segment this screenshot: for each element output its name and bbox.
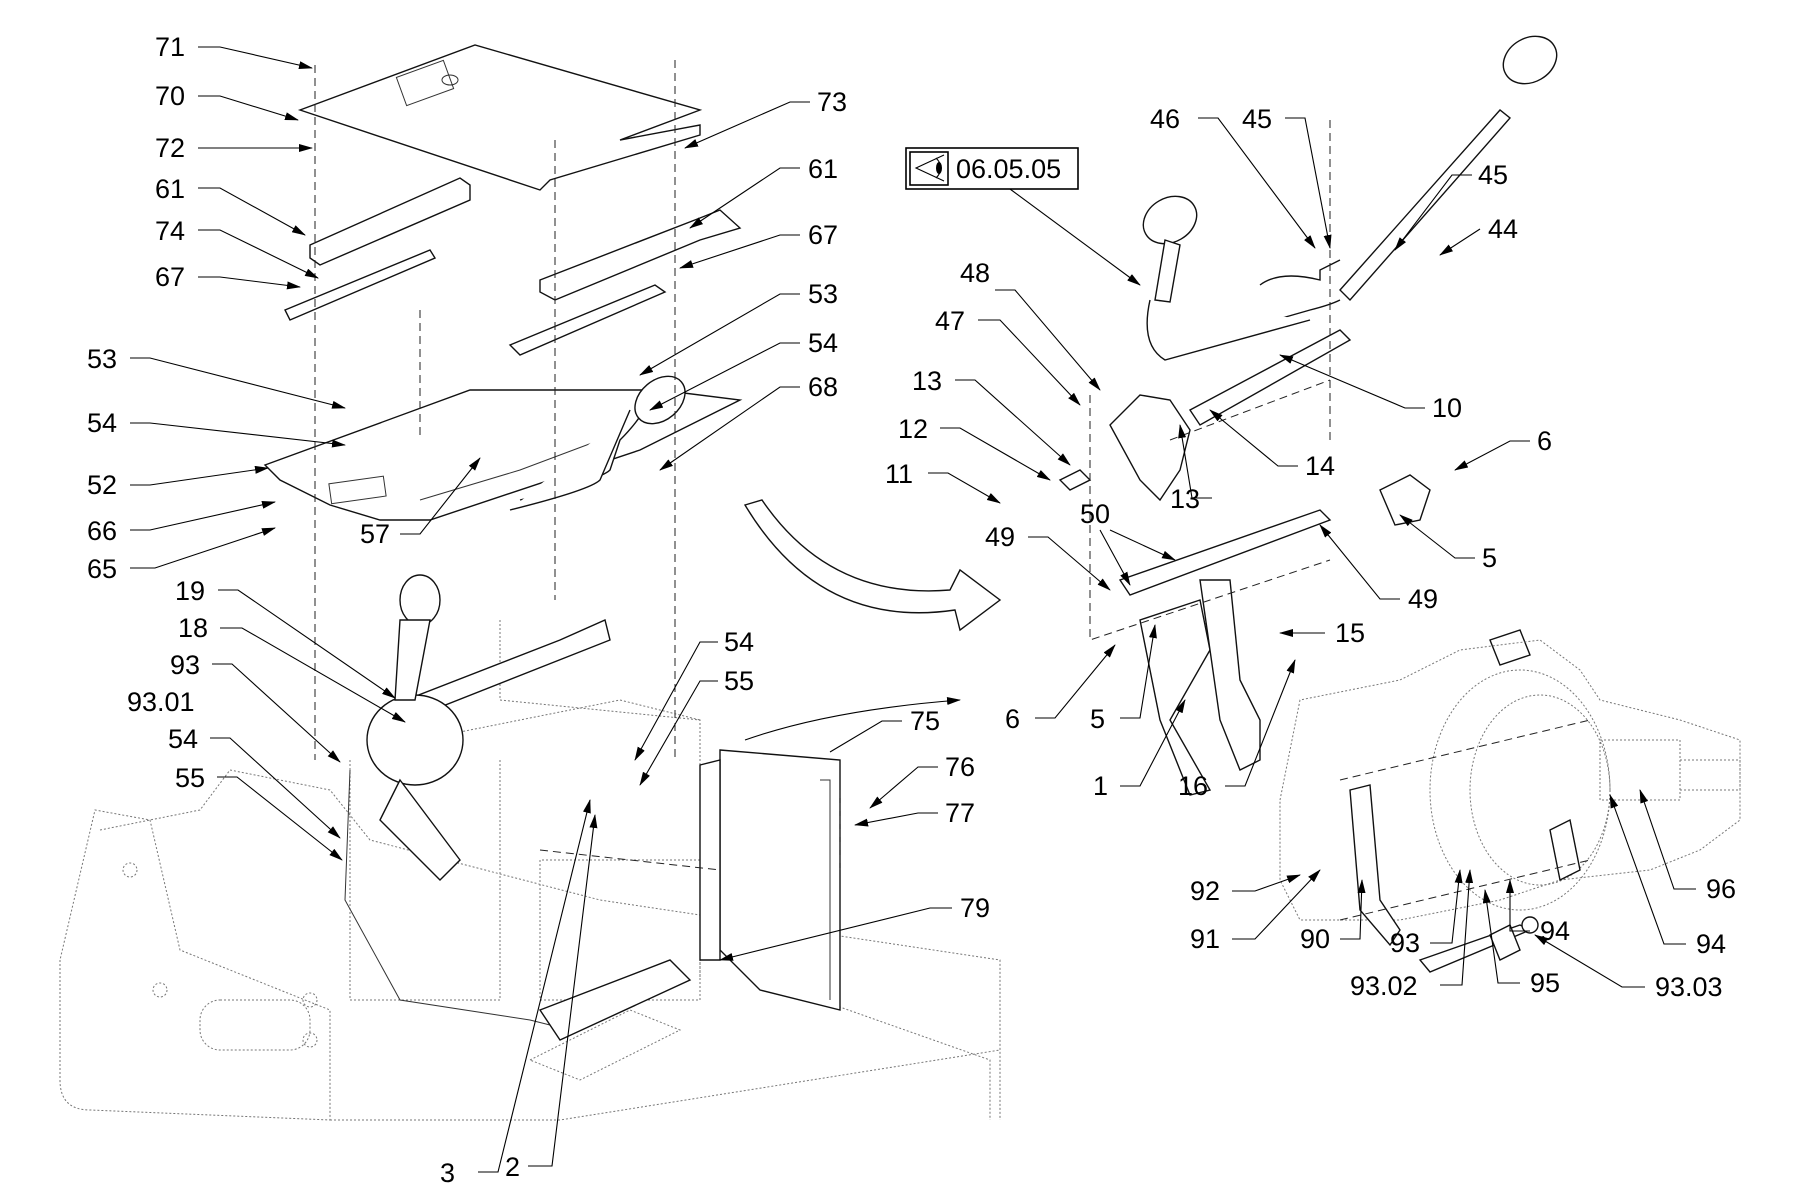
callout-55-mid: 55 [724,666,754,696]
cover-panel [699,749,841,1011]
callout-5-upper: 5 [1482,543,1497,573]
callout-53-left: 53 [87,344,117,374]
cover-arrow [744,697,961,741]
seat-plate [297,44,703,191]
reference-code: 06.05.05 [956,154,1061,184]
callout-16: 16 [1178,771,1208,801]
callout-90: 90 [1300,924,1330,954]
callout-68: 68 [808,372,838,402]
callout-67: 67 [155,262,185,292]
callout-44: 44 [1488,214,1518,244]
callout-6-lower: 6 [1005,704,1020,734]
callout-14: 14 [1305,451,1335,481]
callout-79: 79 [960,893,990,923]
callout-53-right: 53 [808,279,838,309]
callout-57: 57 [360,519,390,549]
callouts-left: 71 70 72 61 74 67 53 54 52 66 65 19 18 9… [87,32,406,861]
callout-45-b: 45 [1478,160,1508,190]
callout-12: 12 [898,414,928,444]
callout-93-01: 93.01 [127,687,195,717]
engine-transmission [1279,639,1741,973]
view-eye-icon [914,154,945,182]
callout-93-left: 93 [170,650,200,680]
callout-76: 76 [945,752,975,782]
slide-rail-right [508,209,742,356]
callout-74: 74 [155,216,185,246]
callout-54-left: 54 [87,408,117,438]
callout-75: 75 [910,706,940,736]
callout-5-lower: 5 [1090,704,1105,734]
callout-11: 11 [885,459,913,489]
callout-10: 10 [1432,393,1462,423]
callout-70: 70 [155,81,185,111]
callout-6-upper: 6 [1537,426,1552,456]
reference-box[interactable]: 06.05.05 [905,147,1141,286]
callout-19: 19 [175,576,205,606]
callouts-right-lower: 6 5 1 16 92 91 90 93 93.02 95 94 94 96 9… [1005,624,1736,1002]
callout-54-mid: 54 [724,627,754,657]
gear-lever-right [1058,35,1558,796]
callout-13-a: 13 [912,366,942,396]
callout-2: 2 [505,1152,520,1182]
callout-18: 18 [178,613,208,643]
callout-52: 52 [87,470,117,500]
callout-48: 48 [960,258,990,288]
chassis-frame [59,620,1001,1121]
callout-94-right: 94 [1696,929,1726,959]
gear-lever-left [344,375,692,1041]
callout-95: 95 [1530,968,1560,998]
callouts-right-upper: 46 45 45 44 48 47 13 12 11 10 14 13 50 4… [885,104,1552,648]
callout-47: 47 [935,306,965,336]
callout-45-a: 45 [1242,104,1272,134]
callout-49-left: 49 [985,522,1015,552]
callout-71: 71 [155,32,185,62]
callout-72: 72 [155,133,185,163]
callout-54-lower: 54 [168,724,198,754]
callout-15: 15 [1335,618,1365,648]
callout-65: 65 [87,554,117,584]
callout-1: 1 [1093,771,1108,801]
callout-46: 46 [1150,104,1180,134]
callout-61-right: 61 [808,154,838,184]
callout-91: 91 [1190,924,1220,954]
callout-96: 96 [1706,874,1736,904]
callouts-mid-center: 54 55 75 76 77 79 3 2 [440,627,990,1188]
assembly-guides [314,60,1591,921]
callout-94-left: 94 [1540,916,1570,946]
slide-rail-left [284,177,471,321]
callout-93-right: 93 [1390,928,1420,958]
callout-49-right: 49 [1408,584,1438,614]
transfer-arrow [743,499,1002,632]
callout-92: 92 [1190,876,1220,906]
callout-54-right: 54 [808,328,838,358]
callout-13-b: 13 [1170,484,1200,514]
callouts-top-center: 73 61 67 53 54 68 57 [360,87,847,549]
callout-77: 77 [945,798,975,828]
callout-66: 66 [87,516,117,546]
callout-61: 61 [155,174,185,204]
callout-55-lower: 55 [175,763,205,793]
callout-93-02: 93.02 [1350,971,1418,1001]
callout-67-right: 67 [808,220,838,250]
callout-73: 73 [817,87,847,117]
callout-50: 50 [1080,499,1110,529]
callout-93-03: 93.03 [1655,972,1723,1002]
callout-3: 3 [440,1158,455,1188]
